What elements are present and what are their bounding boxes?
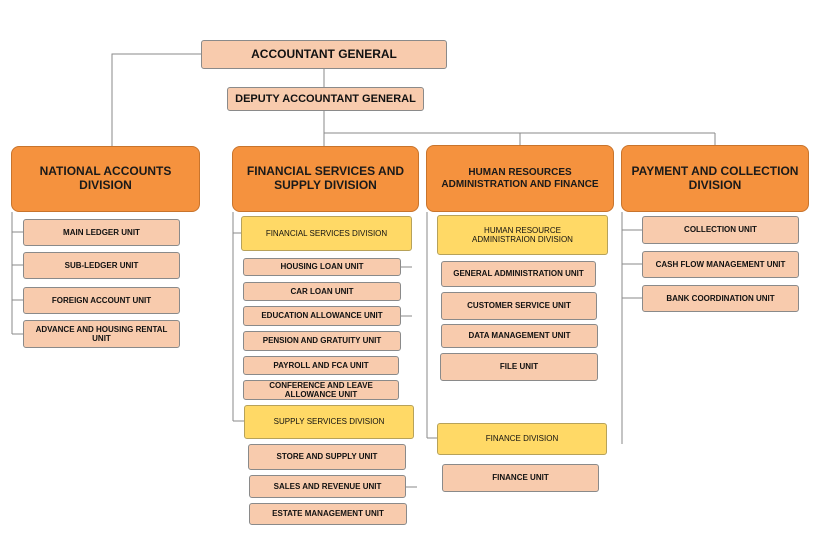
conference-leave-allowance-unit: CONFERENCE AND LEAVE ALLOWANCE UNIT	[243, 380, 399, 400]
sales-revenue-unit: SALES AND REVENUE UNIT	[249, 475, 406, 498]
foreign-account-unit: FOREIGN ACCOUNT UNIT	[23, 287, 180, 314]
sub-ledger-unit: SUB-LEDGER UNIT	[23, 252, 180, 279]
pension-gratuity-unit: PENSION AND GRATUITY UNIT	[243, 331, 401, 351]
store-supply-unit: STORE AND SUPPLY UNIT	[248, 444, 406, 470]
financial-services-supply-division: FINANCIAL SERVICES AND SUPPLY DIVISION	[232, 146, 419, 212]
data-management-unit: DATA MANAGEMENT UNIT	[441, 324, 598, 348]
cash-flow-management-unit: CASH FLOW MANAGEMENT UNIT	[642, 251, 799, 278]
accountant-general-box: ACCOUNTANT GENERAL	[201, 40, 447, 69]
hr-administration-division: HUMAN RESOURCE ADMINISTRAION DIVISION	[437, 215, 608, 255]
education-allowance-unit: EDUCATION ALLOWANCE UNIT	[243, 306, 401, 326]
collection-unit: COLLECTION UNIT	[642, 216, 799, 244]
customer-service-unit: CUSTOMER SERVICE UNIT	[441, 292, 597, 320]
bank-coordination-unit: BANK COORDINATION UNIT	[642, 285, 799, 312]
car-loan-unit: CAR LOAN UNIT	[243, 282, 401, 301]
human-resources-division: HUMAN RESOURCES ADMINISTRATION AND FINAN…	[426, 145, 614, 212]
deputy-accountant-general-box: DEPUTY ACCOUNTANT GENERAL	[227, 87, 424, 111]
finance-unit: FINANCE UNIT	[442, 464, 599, 492]
main-ledger-unit: MAIN LEDGER UNIT	[23, 219, 180, 246]
payment-collection-division: PAYMENT AND COLLECTION DIVISION	[621, 145, 809, 212]
supply-services-division: SUPPLY SERVICES DIVISION	[244, 405, 414, 439]
national-accounts-division: NATIONAL ACCOUNTS DIVISION	[11, 146, 200, 212]
payroll-fca-unit: PAYROLL AND FCA UNIT	[243, 356, 399, 375]
housing-loan-unit: HOUSING LOAN UNIT	[243, 258, 401, 276]
general-administration-unit: GENERAL ADMINISTRATION UNIT	[441, 261, 596, 287]
advance-housing-rental-unit: ADVANCE AND HOUSING RENTAL UNIT	[23, 320, 180, 348]
estate-management-unit: ESTATE MANAGEMENT UNIT	[249, 503, 407, 525]
finance-division: FINANCE DIVISION	[437, 423, 607, 455]
file-unit: FILE UNIT	[440, 353, 598, 381]
financial-services-division: FINANCIAL SERVICES DIVISION	[241, 216, 412, 251]
